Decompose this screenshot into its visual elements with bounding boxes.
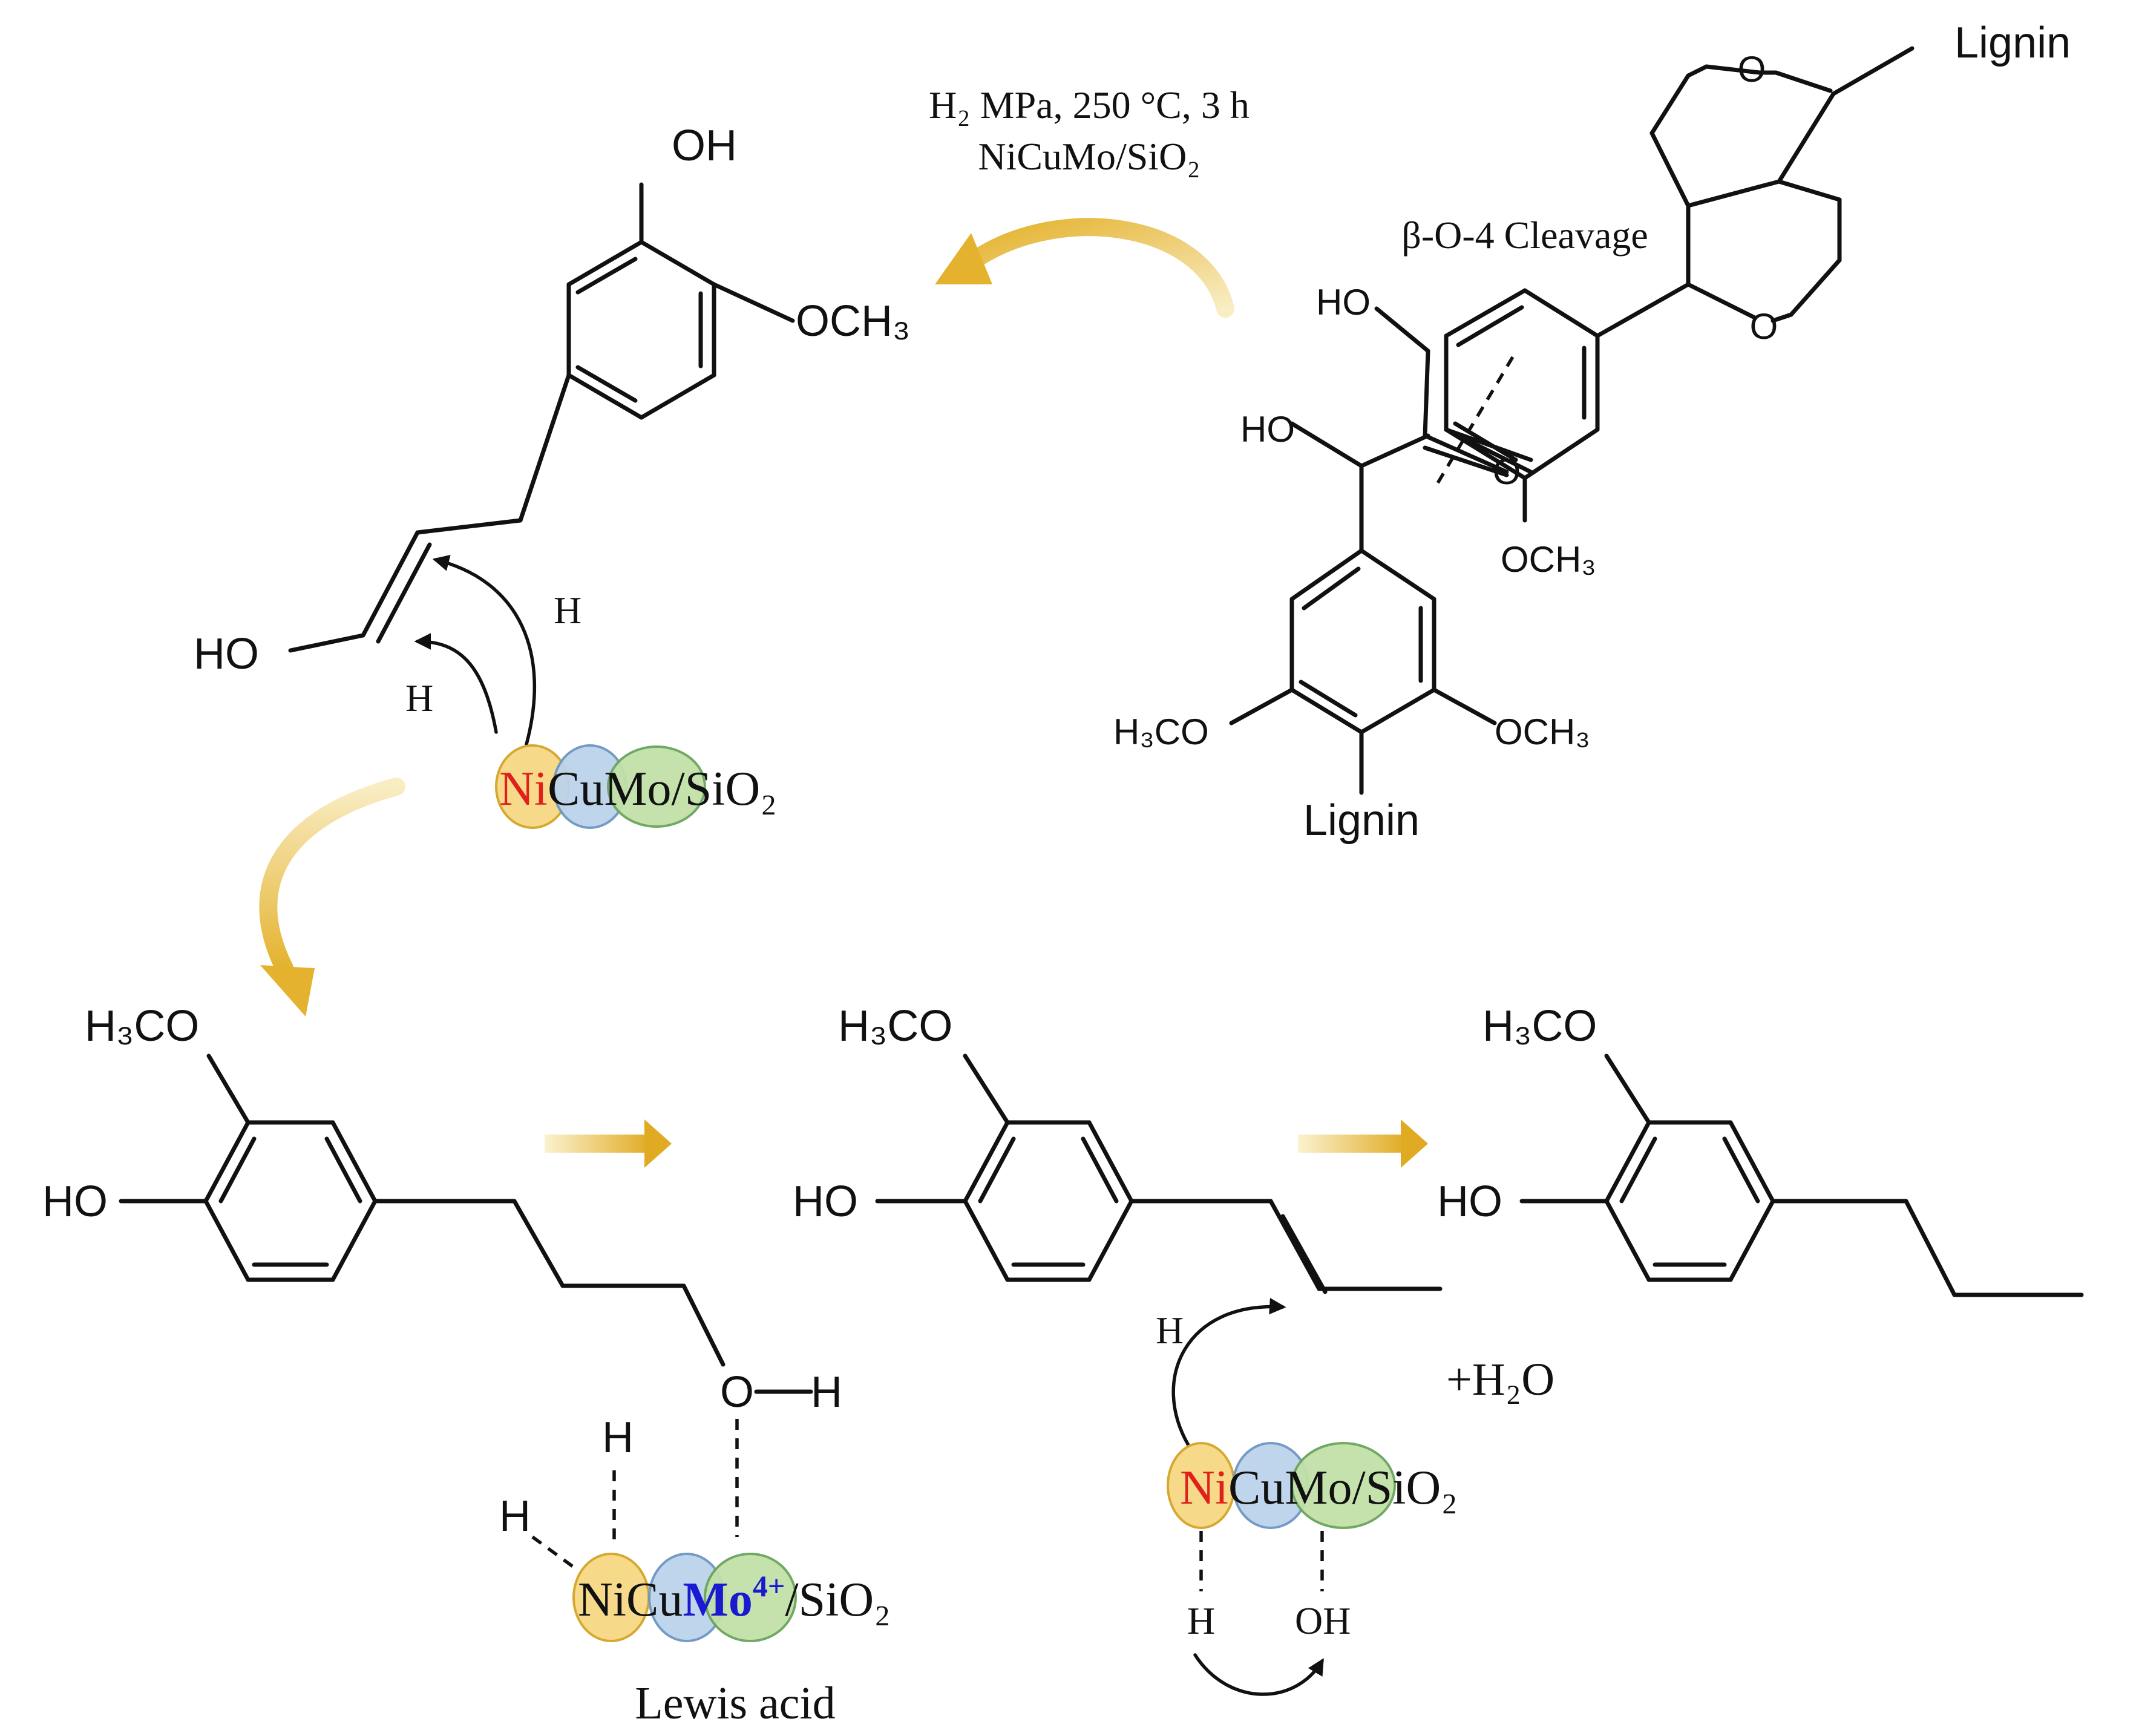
och3-guaiacyl-label: OCH₃ bbox=[1501, 539, 1596, 580]
catalyst-cluster-2 bbox=[572, 1553, 797, 1642]
h-transfer-arrow-inner bbox=[414, 633, 498, 734]
support-label-3: /SiO₂ bbox=[1352, 1461, 1458, 1515]
h-oh-recombination-arrow bbox=[1193, 1653, 1324, 1696]
cu-label-1: Cu bbox=[548, 762, 604, 816]
gold-arrowhead-left bbox=[260, 965, 315, 1017]
h-adsorbed-label-1: H bbox=[602, 1413, 634, 1462]
ring-o-upper: O bbox=[1738, 49, 1766, 90]
dash-ni-h-diagonal bbox=[531, 1535, 579, 1572]
ni-label-2: Ni bbox=[578, 1573, 626, 1626]
h-addition-arrow bbox=[1171, 1297, 1286, 1448]
och3-enol-label: OCH₃ bbox=[796, 297, 910, 346]
gold-arrow-1-head bbox=[644, 1119, 672, 1168]
ring-o-lower: O bbox=[1750, 306, 1778, 347]
ho-propenyl-label: HO bbox=[793, 1178, 858, 1226]
h3co-propyl-label: H₃CO bbox=[1482, 1002, 1597, 1050]
gold-arrowhead-top bbox=[935, 233, 992, 284]
lignin-label-top: Lignin bbox=[1954, 19, 2071, 67]
h3co-propanol-label: H₃CO bbox=[85, 1002, 199, 1050]
ether-o-label: O bbox=[1493, 451, 1521, 492]
conditions-line-2: NiCuMo/SiO₂ bbox=[978, 135, 1200, 178]
enol-intermediate-structure bbox=[288, 182, 795, 653]
ho-enol-label: HO bbox=[194, 630, 259, 678]
ho-primary-label: HO bbox=[1316, 282, 1371, 323]
h-atom-label-4: H bbox=[1187, 1599, 1215, 1642]
gold-arrow-2-head bbox=[1401, 1119, 1428, 1168]
mo-label-3: Mo bbox=[1285, 1461, 1352, 1515]
propenyl-structure bbox=[875, 1053, 1443, 1294]
ni-label-3: Ni bbox=[1180, 1461, 1228, 1515]
gold-curved-arrow-top bbox=[965, 218, 1234, 318]
catalyst-label-3: NiCuMo/SiO₂ bbox=[1180, 1461, 1458, 1515]
h3co-syringyl-label: H₃CO bbox=[1113, 712, 1209, 752]
cu-label-2: Cu bbox=[626, 1573, 683, 1626]
h-atom-label-1: H bbox=[554, 589, 581, 632]
oh-phenol-label: OH bbox=[672, 122, 737, 170]
catalyst-label-2: NiCuMo4+/SiO₂ bbox=[578, 1569, 891, 1626]
lignin-label-bottom: Lignin bbox=[1303, 796, 1420, 845]
gold-curved-arrow-left bbox=[259, 778, 405, 977]
ni-label-1: Ni bbox=[499, 762, 548, 816]
beta-o-4-cleavage-label: β-O-4 Cleavage bbox=[1401, 214, 1648, 257]
catalyst-cluster-1 bbox=[495, 744, 706, 829]
ho-propanol-label: HO bbox=[42, 1178, 108, 1226]
h-transfer-arrow-outer bbox=[432, 555, 537, 746]
ho-alpha-label: HO bbox=[1240, 409, 1295, 450]
mo-charge-label: 4+ bbox=[753, 1569, 785, 1603]
catalyst-cluster-3 bbox=[1167, 1442, 1396, 1529]
h-adsorbed-label-2: H bbox=[499, 1492, 531, 1541]
h3co-propenyl-label: H₃CO bbox=[838, 1002, 952, 1050]
catalyst-label-1: NiCuMo/SiO₂ bbox=[499, 762, 777, 816]
propanol-structure bbox=[119, 1053, 813, 1394]
cu-label-3: Cu bbox=[1228, 1461, 1285, 1515]
h-hydroxyl-label: H bbox=[811, 1368, 842, 1417]
gold-arrow-2-shaft bbox=[1298, 1135, 1407, 1153]
support-label-2: /SiO₂ bbox=[785, 1573, 891, 1626]
gold-arrow-1-shaft bbox=[545, 1135, 650, 1153]
mo-label-2: Mo bbox=[683, 1573, 753, 1626]
och3-syringyl-label: OCH₃ bbox=[1495, 712, 1590, 752]
conditions-line-1: H₂ MPa, 250 °C, 3 h bbox=[929, 84, 1250, 126]
support-label-1: /SiO₂ bbox=[672, 762, 778, 816]
oh-surface-label: OH bbox=[1295, 1599, 1351, 1642]
h-atom-label-2: H bbox=[405, 676, 433, 719]
o-hydroxyl-label: O bbox=[720, 1368, 754, 1417]
mo-label-1: Mo bbox=[604, 762, 671, 816]
propylguaiacol-structure bbox=[1519, 1053, 2084, 1297]
ho-propyl-label: HO bbox=[1437, 1178, 1502, 1226]
water-label: +H₂O bbox=[1446, 1354, 1554, 1405]
h-atom-label-3: H bbox=[1156, 1309, 1184, 1352]
lignin-model-structure bbox=[1229, 46, 1915, 795]
lewis-acid-label: Lewis acid bbox=[635, 1678, 835, 1729]
